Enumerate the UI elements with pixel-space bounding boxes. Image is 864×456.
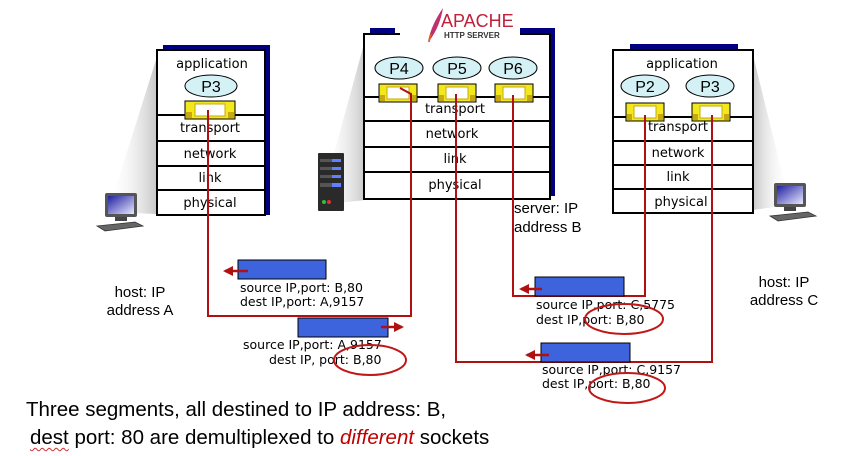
- process-label: P5: [447, 61, 467, 78]
- host-a-layer-transport: transport: [180, 121, 240, 136]
- host-c-layer-application: application: [646, 57, 718, 72]
- apache-logo-sub: HTTP SERVER: [444, 31, 500, 40]
- process-ellipse: [620, 74, 670, 98]
- segment-2: source IP,port: A,9157 dest IP, port: B,…: [243, 317, 407, 376]
- path-a-to-p4: [207, 87, 412, 317]
- highlight-ellipse: [588, 372, 666, 404]
- segment-packet: [297, 317, 389, 338]
- process-ellipse: [685, 74, 735, 98]
- caption-emphasis: different: [339, 426, 415, 449]
- host-a-layer-physical: physical: [183, 196, 236, 211]
- socket-icon: [494, 83, 534, 103]
- apache-logo: APACHE HTTP SERVER: [428, 8, 514, 43]
- segment-dest: dest IP, port: B,80: [269, 352, 381, 367]
- host-c-stack-shadow: [630, 44, 738, 52]
- server-b-label-line2: address B: [514, 219, 582, 236]
- socket-icon: [691, 102, 731, 122]
- caption-line-1: Three segments, all destined to IP addre…: [26, 398, 447, 421]
- caption-line-2-mid: port: 80 are demultiplexed to: [74, 426, 335, 449]
- server-tower-icon: [318, 153, 344, 211]
- segment-3: source IP,port: C,5775 dest IP,port: B,8…: [519, 276, 675, 335]
- host-a-label-line1: host: IP: [115, 284, 166, 301]
- process-label: P3: [700, 79, 720, 96]
- host-c-label-line2: address C: [750, 292, 819, 309]
- segment-packet: [540, 342, 631, 363]
- process-ellipse: [374, 56, 424, 80]
- host-a-label-line2: address A: [107, 302, 174, 319]
- highlight-ellipse: [333, 344, 407, 376]
- caption-line-2-end: sockets: [419, 426, 490, 449]
- process-ellipse: [432, 56, 482, 80]
- server-b-layer-network: network: [426, 127, 479, 142]
- server-b: transport network link physical APACHE H…: [318, 8, 582, 236]
- host-a: application transport network link physi…: [95, 45, 270, 319]
- highlight-ellipse: [584, 303, 664, 335]
- segment-dest: dest IP,port: A,9157: [240, 294, 364, 309]
- segment-dest: dest IP,port: B,80: [536, 312, 645, 327]
- segment-packet: [237, 259, 327, 280]
- server-b-label-line1: server: IP: [514, 200, 578, 217]
- segment-source: source IP,port: C,9157: [542, 362, 681, 377]
- host-a-layer-link: link: [199, 171, 222, 186]
- caption-line-2: dest port: 80 are demultiplexed to diffe…: [30, 426, 489, 450]
- process-ellipse: [488, 56, 538, 80]
- segment-1: source IP,port: B,80 dest IP,port: A,915…: [223, 259, 364, 309]
- process-label: P3: [201, 79, 221, 96]
- segment-4: source IP,port: C,9157 dest IP,port: B,8…: [525, 342, 681, 404]
- segment-dest: dest IP,port: B,80: [542, 376, 651, 391]
- process-label: P6: [503, 61, 523, 78]
- host-a-layer-network: network: [184, 147, 237, 162]
- segment-source: source IP,port: C,5775: [536, 297, 675, 312]
- host-c-beam: [753, 55, 790, 210]
- segment-packet: [534, 276, 625, 297]
- host-c-label-line1: host: IP: [759, 274, 810, 291]
- process-label: P2: [635, 79, 655, 96]
- computer-icon: [768, 183, 818, 222]
- apache-logo-name: APACHE: [441, 11, 514, 31]
- host-c: application transport network link physi…: [612, 44, 819, 309]
- segment-source: source IP,port: B,80: [240, 280, 363, 295]
- host-c-layer-link: link: [667, 170, 690, 185]
- socket-icon: [625, 102, 665, 122]
- host-c-layer-network: network: [652, 146, 705, 161]
- process-label: P4: [389, 61, 409, 78]
- host-a-layer-application: application: [176, 57, 248, 72]
- host-c-layer-transport: transport: [648, 120, 708, 135]
- apache-feather-icon: [428, 8, 443, 42]
- socket-icon: [184, 100, 236, 120]
- process-ellipse: [184, 74, 238, 98]
- caption-dest-word: dest: [30, 426, 69, 449]
- host-a-beam: [108, 60, 156, 214]
- socket-icon: [437, 83, 477, 103]
- computer-icon: [95, 193, 145, 232]
- host-c-layer-physical: physical: [654, 195, 707, 210]
